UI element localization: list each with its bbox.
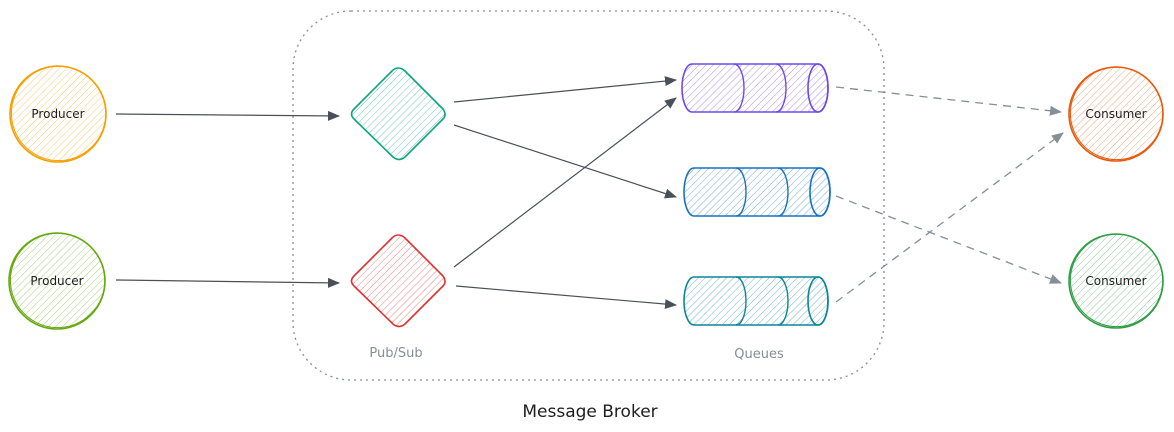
producer-node-1: Producer (9, 65, 107, 163)
dashed-arrow-queue3-to-consumer1 (835, 132, 1064, 303)
producer-label-2: Producer (30, 274, 83, 288)
message-broker-title: Message Broker (522, 402, 657, 422)
queue-cylinder-2 (683, 167, 831, 217)
arrow-exchange2-to-queue3 (455, 285, 677, 310)
arrow-producer1-to-exchange1 (115, 110, 340, 121)
arrow-exchange1-to-queue2 (453, 124, 677, 199)
dashed-arrow-queue1-to-consumer1 (835, 86, 1062, 116)
consumer-node-2: Consumer (1068, 233, 1164, 329)
arrow-exchange2-to-queue1 (453, 97, 677, 268)
exchange-diamond-1 (350, 67, 446, 161)
arrow-exchange1-to-queue1 (453, 76, 677, 103)
queues-label: Queues (734, 347, 784, 362)
pubsub-label: Pub/Sub (369, 346, 422, 361)
producer-node-2: Producer (8, 232, 106, 330)
dashed-arrow-queue2-to-consumer2 (835, 195, 1062, 284)
consumer-label-1: Consumer (1085, 107, 1146, 121)
consumer-node-1: Consumer (1068, 66, 1164, 162)
message-broker-container (292, 10, 885, 381)
arrow-producer2-to-exchange2 (115, 277, 340, 288)
exchange-diamond-2 (350, 234, 446, 328)
queue-cylinder-1 (681, 63, 829, 113)
consumer-label-2: Consumer (1085, 274, 1146, 288)
producer-label-1: Producer (31, 107, 84, 121)
queue-cylinder-3 (683, 276, 829, 326)
